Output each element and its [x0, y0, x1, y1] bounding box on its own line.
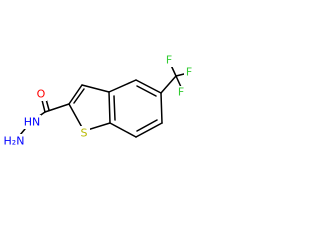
bond-c5-cf3	[160, 75, 177, 94]
fluorine-right-label: F	[186, 66, 192, 79]
bond-c7-c7a	[109, 122, 137, 138]
oxygen-atom: O	[35, 87, 47, 101]
bond-c2-c3-double	[73, 88, 85, 104]
hn-label: HN	[24, 116, 41, 129]
bond-c2-c3	[68, 84, 83, 105]
sulfur-atom: S	[78, 126, 90, 140]
h2n-label: H₂N	[4, 135, 25, 148]
fluorine-top-label: F	[166, 54, 172, 67]
bond-c6-c7	[135, 122, 163, 138]
bond-carbonyl-o	[41, 99, 46, 113]
fluorine-top-atom: F	[164, 54, 175, 67]
bond-cf3-f-bottom	[175, 75, 182, 88]
bond-c4-c5-double	[136, 85, 157, 97]
fluorine-right-atom: F	[184, 66, 195, 79]
hn-atom: HN	[23, 115, 41, 129]
oxygen-label: O	[37, 88, 46, 101]
molecule-diagram: O HN H₂N S F F F	[2, 53, 195, 148]
fluorine-bottom-label: F	[178, 86, 184, 99]
h2n-atom: H₂N	[2, 134, 26, 148]
fluorine-bottom-atom: F	[176, 86, 187, 99]
bond-c3-c3a	[81, 84, 110, 93]
bond-c5-c6	[160, 92, 163, 124]
bond-c3a-c7a	[108, 91, 111, 124]
bond-c4-c5	[135, 79, 162, 94]
bond-c3a-c4	[108, 79, 137, 93]
bond-c3a-c7a-inner	[113, 95, 116, 121]
bond-c6-c7-double	[136, 119, 158, 132]
atom-labels: O HN H₂N S F F F	[2, 54, 195, 148]
sulfur-label: S	[81, 127, 88, 140]
